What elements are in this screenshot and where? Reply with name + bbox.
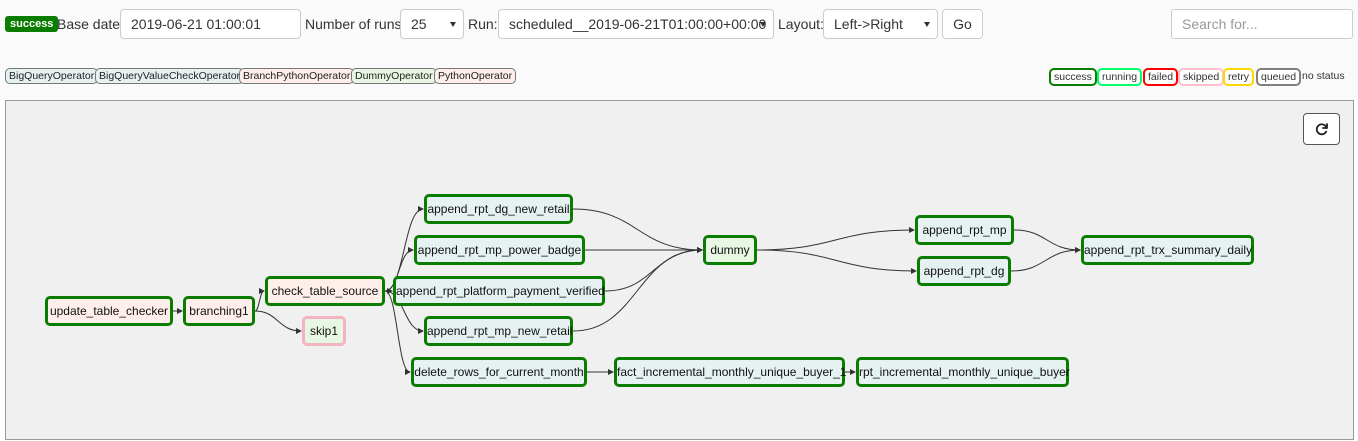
operator-tag: DummyOperator: [351, 68, 437, 84]
chevron-down-icon: [924, 22, 930, 27]
task-node-append-rpt-mp[interactable]: append_rpt_mp: [915, 215, 1014, 245]
task-node-append-rpt-mp-new-retail[interactable]: append_rpt_mp_new_retail: [424, 316, 573, 346]
legend-item-running[interactable]: running: [1097, 68, 1143, 86]
edge-append-rpt-dg-new-retail-to-dummy: [572, 208, 703, 253]
legend-item-skipped[interactable]: skipped: [1178, 68, 1225, 86]
legend-item-retry[interactable]: retry: [1223, 68, 1254, 86]
legend-item-queued[interactable]: queued: [1256, 68, 1302, 86]
edge-branching1-to-check-table-source: [254, 288, 265, 312]
task-node-append-rpt-platform-payment-verified[interactable]: append_rpt_platform_payment_verified: [393, 276, 605, 306]
edge-append-rpt-mp-to-append-rpt-trx-summary-daily: [1013, 229, 1081, 253]
operator-tag: BigQueryValueCheckOperator: [95, 68, 245, 84]
chevron-down-icon: [760, 22, 766, 27]
legend-item-no-status[interactable]: no status: [1302, 70, 1345, 82]
layout-label: Layout:: [778, 16, 824, 32]
num-runs-value: 25: [411, 16, 427, 32]
task-node-branching1[interactable]: branching1: [183, 296, 255, 326]
task-node-append-rpt-mp-power-badge[interactable]: append_rpt_mp_power_badge: [414, 235, 585, 265]
task-node-rpt-incremental-monthly-unique-buyer[interactable]: rpt_incremental_monthly_unique_buyer: [856, 357, 1070, 387]
edge-append-rpt-dg-to-append-rpt-trx-summary-daily: [1010, 247, 1081, 272]
layout-select[interactable]: Left->Right: [823, 9, 938, 39]
task-node-check-table-source[interactable]: check_table_source: [265, 276, 385, 306]
run-select[interactable]: scheduled__2019-06-21T01:00:00+00:00: [498, 9, 774, 39]
num-runs-label: Number of runs:: [305, 16, 406, 32]
task-node-delete-rows-for-current-month[interactable]: delete_rows_for_current_month: [411, 357, 587, 387]
refresh-button[interactable]: [1303, 113, 1340, 145]
task-node-dummy[interactable]: dummy: [703, 235, 757, 265]
base-date-label: Base date:: [57, 16, 124, 32]
edge-dummy-to-append-rpt-mp: [756, 227, 915, 251]
task-node-fact-incremental-monthly-unique-buyer-1[interactable]: fact_incremental_monthly_unique_buyer_1: [614, 357, 846, 387]
legend-item-failed[interactable]: failed: [1143, 68, 1179, 86]
task-node-skip1[interactable]: skip1: [302, 316, 346, 346]
task-node-append-rpt-dg-new-retail[interactable]: append_rpt_dg_new_retail: [424, 194, 573, 224]
edge-branching1-to-skip1: [254, 310, 302, 334]
toolbar: success Base date: 2019-06-21 01:00:01 N…: [0, 0, 1358, 100]
task-node-append-rpt-trx-summary-daily[interactable]: append_rpt_trx_summary_daily: [1081, 235, 1254, 265]
edge-append-rpt-platform-payment-verified-to-dummy: [604, 247, 703, 292]
run-value: scheduled__2019-06-21T01:00:00+00:00: [509, 16, 767, 32]
task-node-append-rpt-dg[interactable]: append_rpt_dg: [917, 256, 1011, 286]
dag-graph[interactable]: update_table_checker branching1 check_tabl…: [5, 100, 1354, 440]
edge-dummy-to-append-rpt-dg: [756, 249, 917, 274]
go-button[interactable]: Go: [942, 9, 983, 39]
legend-item-success[interactable]: success: [1049, 68, 1097, 86]
search-input[interactable]: [1171, 9, 1353, 39]
refresh-icon: [1315, 123, 1328, 136]
graph-edges: [172, 206, 1081, 375]
operator-tag: BigQueryOperator: [5, 68, 99, 84]
dag-run-state-badge: success: [5, 16, 59, 32]
operator-tag: BranchPythonOperator: [239, 68, 355, 84]
edge-check-table-source-to-delete-rows-for-current-month: [384, 290, 411, 375]
edge-check-table-source-to-append-rpt-mp-new-retail: [384, 290, 424, 334]
operator-tag: PythonOperator: [434, 68, 517, 84]
edge-append-rpt-mp-new-retail-to-dummy: [572, 247, 703, 332]
task-node-update-table-checker[interactable]: update_table_checker: [45, 296, 173, 326]
base-date-input[interactable]: 2019-06-21 01:00:01: [120, 9, 301, 39]
run-label: Run:: [468, 16, 498, 32]
chevron-down-icon: [450, 22, 456, 27]
num-runs-select[interactable]: 25: [400, 9, 464, 39]
layout-value: Left->Right: [834, 16, 903, 32]
